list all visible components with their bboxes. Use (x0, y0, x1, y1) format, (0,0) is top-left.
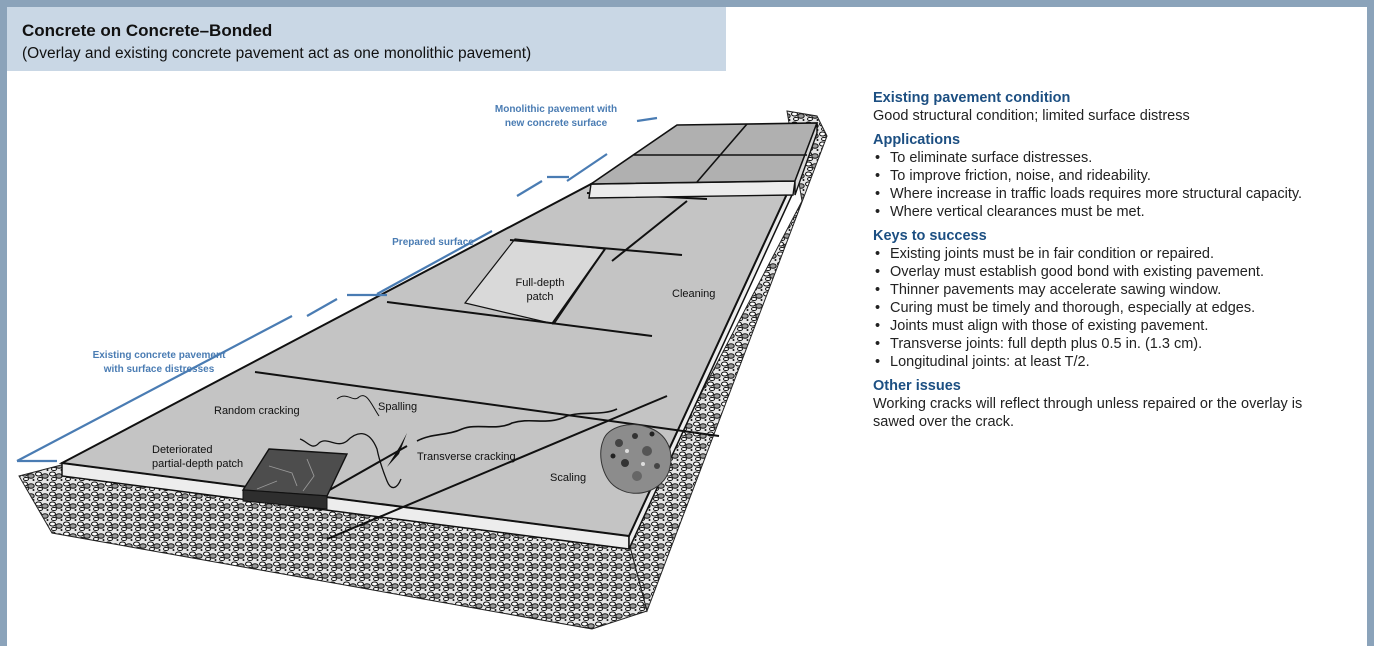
list-item: Longitudinal joints: at least T/2. (873, 353, 1343, 371)
label-deteriorated-line2: partial-depth patch (152, 458, 243, 470)
page-subtitle: (Overlay and existing concrete pavement … (22, 45, 532, 62)
list-item: Joints must align with those of existing… (873, 317, 1343, 335)
other-issues-heading: Other issues (873, 378, 961, 394)
list-item: Where increase in traffic loads requires… (873, 185, 1343, 203)
list-item: Transverse joints: full depth plus 0.5 i… (873, 335, 1343, 353)
title-box: Concrete on Concrete–Bonded (Overlay and… (7, 7, 726, 71)
random-cracking-line (299, 433, 402, 489)
pavement-diagram: Monolithic pavement with new concrete su… (16, 104, 828, 630)
label-transverse-cracking: Transverse cracking (417, 451, 516, 463)
keys-heading: Keys to success (873, 228, 987, 244)
callout-lines (16, 116, 658, 463)
patch-cracks (256, 458, 315, 492)
list-item: Curing must be timely and thorough, espe… (873, 299, 1343, 317)
keys-list: Existing joints must be in fair conditio… (873, 245, 1343, 371)
partial-depth-patch-side (242, 489, 328, 510)
page-title: Concrete on Concrete–Bonded (22, 21, 273, 40)
list-item: Overlay must establish good bond with ex… (873, 263, 1343, 281)
label-scaling: Scaling (550, 472, 586, 484)
list-item: To improve friction, noise, and rideabil… (873, 167, 1343, 185)
label-full-depth-line2: patch (527, 291, 554, 303)
existing-condition-text: Good structural condition; limited surfa… (873, 108, 1190, 124)
applications-list: To eliminate surface distresses. To impr… (873, 149, 1343, 221)
existing-condition-heading: Existing pavement condition (873, 90, 1071, 106)
label-deteriorated-line1: Deteriorated (152, 444, 213, 456)
label-cleaning: Cleaning (672, 288, 715, 300)
label-full-depth-line1: Full-depth (516, 277, 565, 289)
list-item: Thinner pavements may accelerate sawing … (873, 281, 1343, 299)
callout-existing-line1: Existing concrete pavement (93, 350, 226, 361)
applications-heading: Applications (873, 132, 961, 148)
transverse-crack (416, 408, 618, 442)
gravel-base-far (626, 110, 828, 613)
list-item: Where vertical clearances must be met. (873, 203, 1343, 221)
list-item: Existing joints must be in fair conditio… (873, 245, 1343, 263)
callout-prepared-surface: Prepared surface (392, 237, 474, 248)
callout-monolithic-line2: new concrete surface (505, 118, 608, 129)
list-item: To eliminate surface distresses. (873, 149, 1343, 167)
new-concrete-overlay (588, 122, 819, 199)
callout-monolithic-line1: Monolithic pavement with (495, 104, 617, 115)
random-cracking-branch (336, 395, 380, 417)
other-issues-text: Working cracks will reflect through unle… (873, 396, 1303, 430)
label-random-cracking: Random cracking (214, 405, 300, 417)
callout-existing-line2: with surface distresses (103, 364, 215, 375)
label-spalling: Spalling (378, 401, 417, 413)
scaling-area (600, 424, 672, 494)
info-panel: Existing pavement condition Good structu… (873, 90, 1343, 438)
